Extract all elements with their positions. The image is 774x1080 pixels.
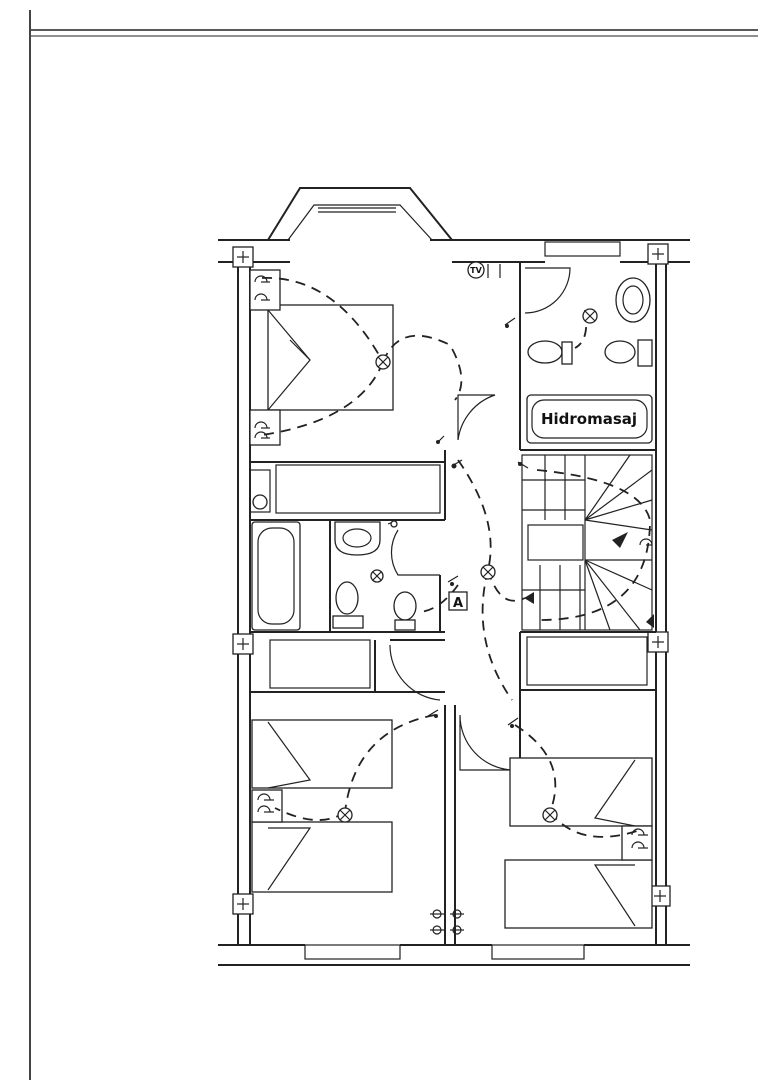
wall-outlet-icon [252, 494, 268, 510]
wall-outlet-icon [631, 828, 648, 836]
wall-switch-icon [387, 519, 399, 528]
wall-outlet-icon [254, 431, 270, 439]
wall-outlets [252, 275, 653, 935]
wall-outlet-icon [257, 793, 274, 801]
sink-icon [615, 277, 651, 323]
wall-outlet-icon [450, 909, 464, 935]
wall-outlet-icon [254, 421, 270, 429]
bed-icon [251, 719, 393, 789]
staircase-icon [521, 454, 653, 631]
corner-marker-icon [232, 633, 254, 655]
bed-icon [251, 821, 393, 893]
tv-socket-icon: TV [467, 261, 501, 279]
doors [389, 267, 571, 771]
wall-switches [387, 317, 654, 728]
light-fixtures [337, 308, 598, 823]
wall-outlet-icon [254, 275, 270, 283]
wall-switch-icon [507, 717, 519, 728]
corner-marker-icon [232, 246, 254, 268]
wall-switch-icon [504, 317, 516, 328]
master-bed [249, 269, 394, 446]
wall-outlet-icon [639, 538, 653, 546]
page-border [29, 10, 758, 1080]
bathtub-icon [251, 521, 301, 631]
wall-switch-icon [646, 614, 654, 628]
bathtub-icon: Hidromasaj [526, 394, 653, 444]
toilet-icon [527, 340, 573, 365]
wall-switch-icon [517, 461, 529, 469]
light-fixture-icon [370, 569, 384, 583]
wall-switch-icon [524, 592, 534, 604]
hydromassage-label: Hidromasaj [541, 410, 637, 428]
electrical-panel-icon: A [448, 591, 468, 611]
bedroom-3 [504, 757, 653, 929]
door-swing-icon [457, 394, 496, 441]
door-swing-icon [459, 714, 513, 771]
toilet-icon [332, 581, 364, 629]
panel-label: A [453, 596, 463, 611]
wall-outlet-icon [257, 805, 274, 813]
light-fixture-icon [480, 564, 496, 580]
corner-marker-icon [649, 885, 671, 907]
door-swing-icon [390, 529, 440, 576]
wall-outlet-icon [430, 909, 444, 935]
corner-marker-icon [647, 631, 669, 653]
exterior-walls [218, 187, 690, 966]
corner-markers [232, 243, 671, 915]
bathroom-2 [251, 521, 417, 631]
light-fixture-icon [582, 308, 598, 324]
bed-icon [504, 859, 653, 929]
wall-switch-icon [447, 575, 459, 586]
wall-switch-icon [427, 709, 439, 718]
wall-switch-icon [451, 459, 463, 469]
toilet-icon [393, 591, 417, 631]
door-swing-icon [524, 267, 571, 314]
sink-icon [334, 521, 381, 556]
light-fixture-icon [337, 807, 353, 823]
interior-walls [249, 262, 656, 945]
toilet-icon [604, 339, 653, 367]
bed-icon [509, 757, 653, 827]
corner-marker-icon [647, 243, 669, 265]
wall-outlet-icon [631, 841, 648, 849]
bedroom-2 [251, 719, 393, 893]
light-fixture-icon [542, 807, 558, 823]
tv-label: TV [470, 266, 482, 275]
corner-marker-icon [232, 893, 254, 915]
light-fixture-icon [375, 354, 391, 370]
bed-icon [267, 304, 394, 411]
bathroom-1: Hidromasaj [526, 277, 653, 444]
wall-switch-icon [436, 435, 445, 444]
staircase [521, 454, 653, 631]
wall-outlet-icon [254, 293, 270, 301]
door-swing-icon [389, 644, 441, 701]
